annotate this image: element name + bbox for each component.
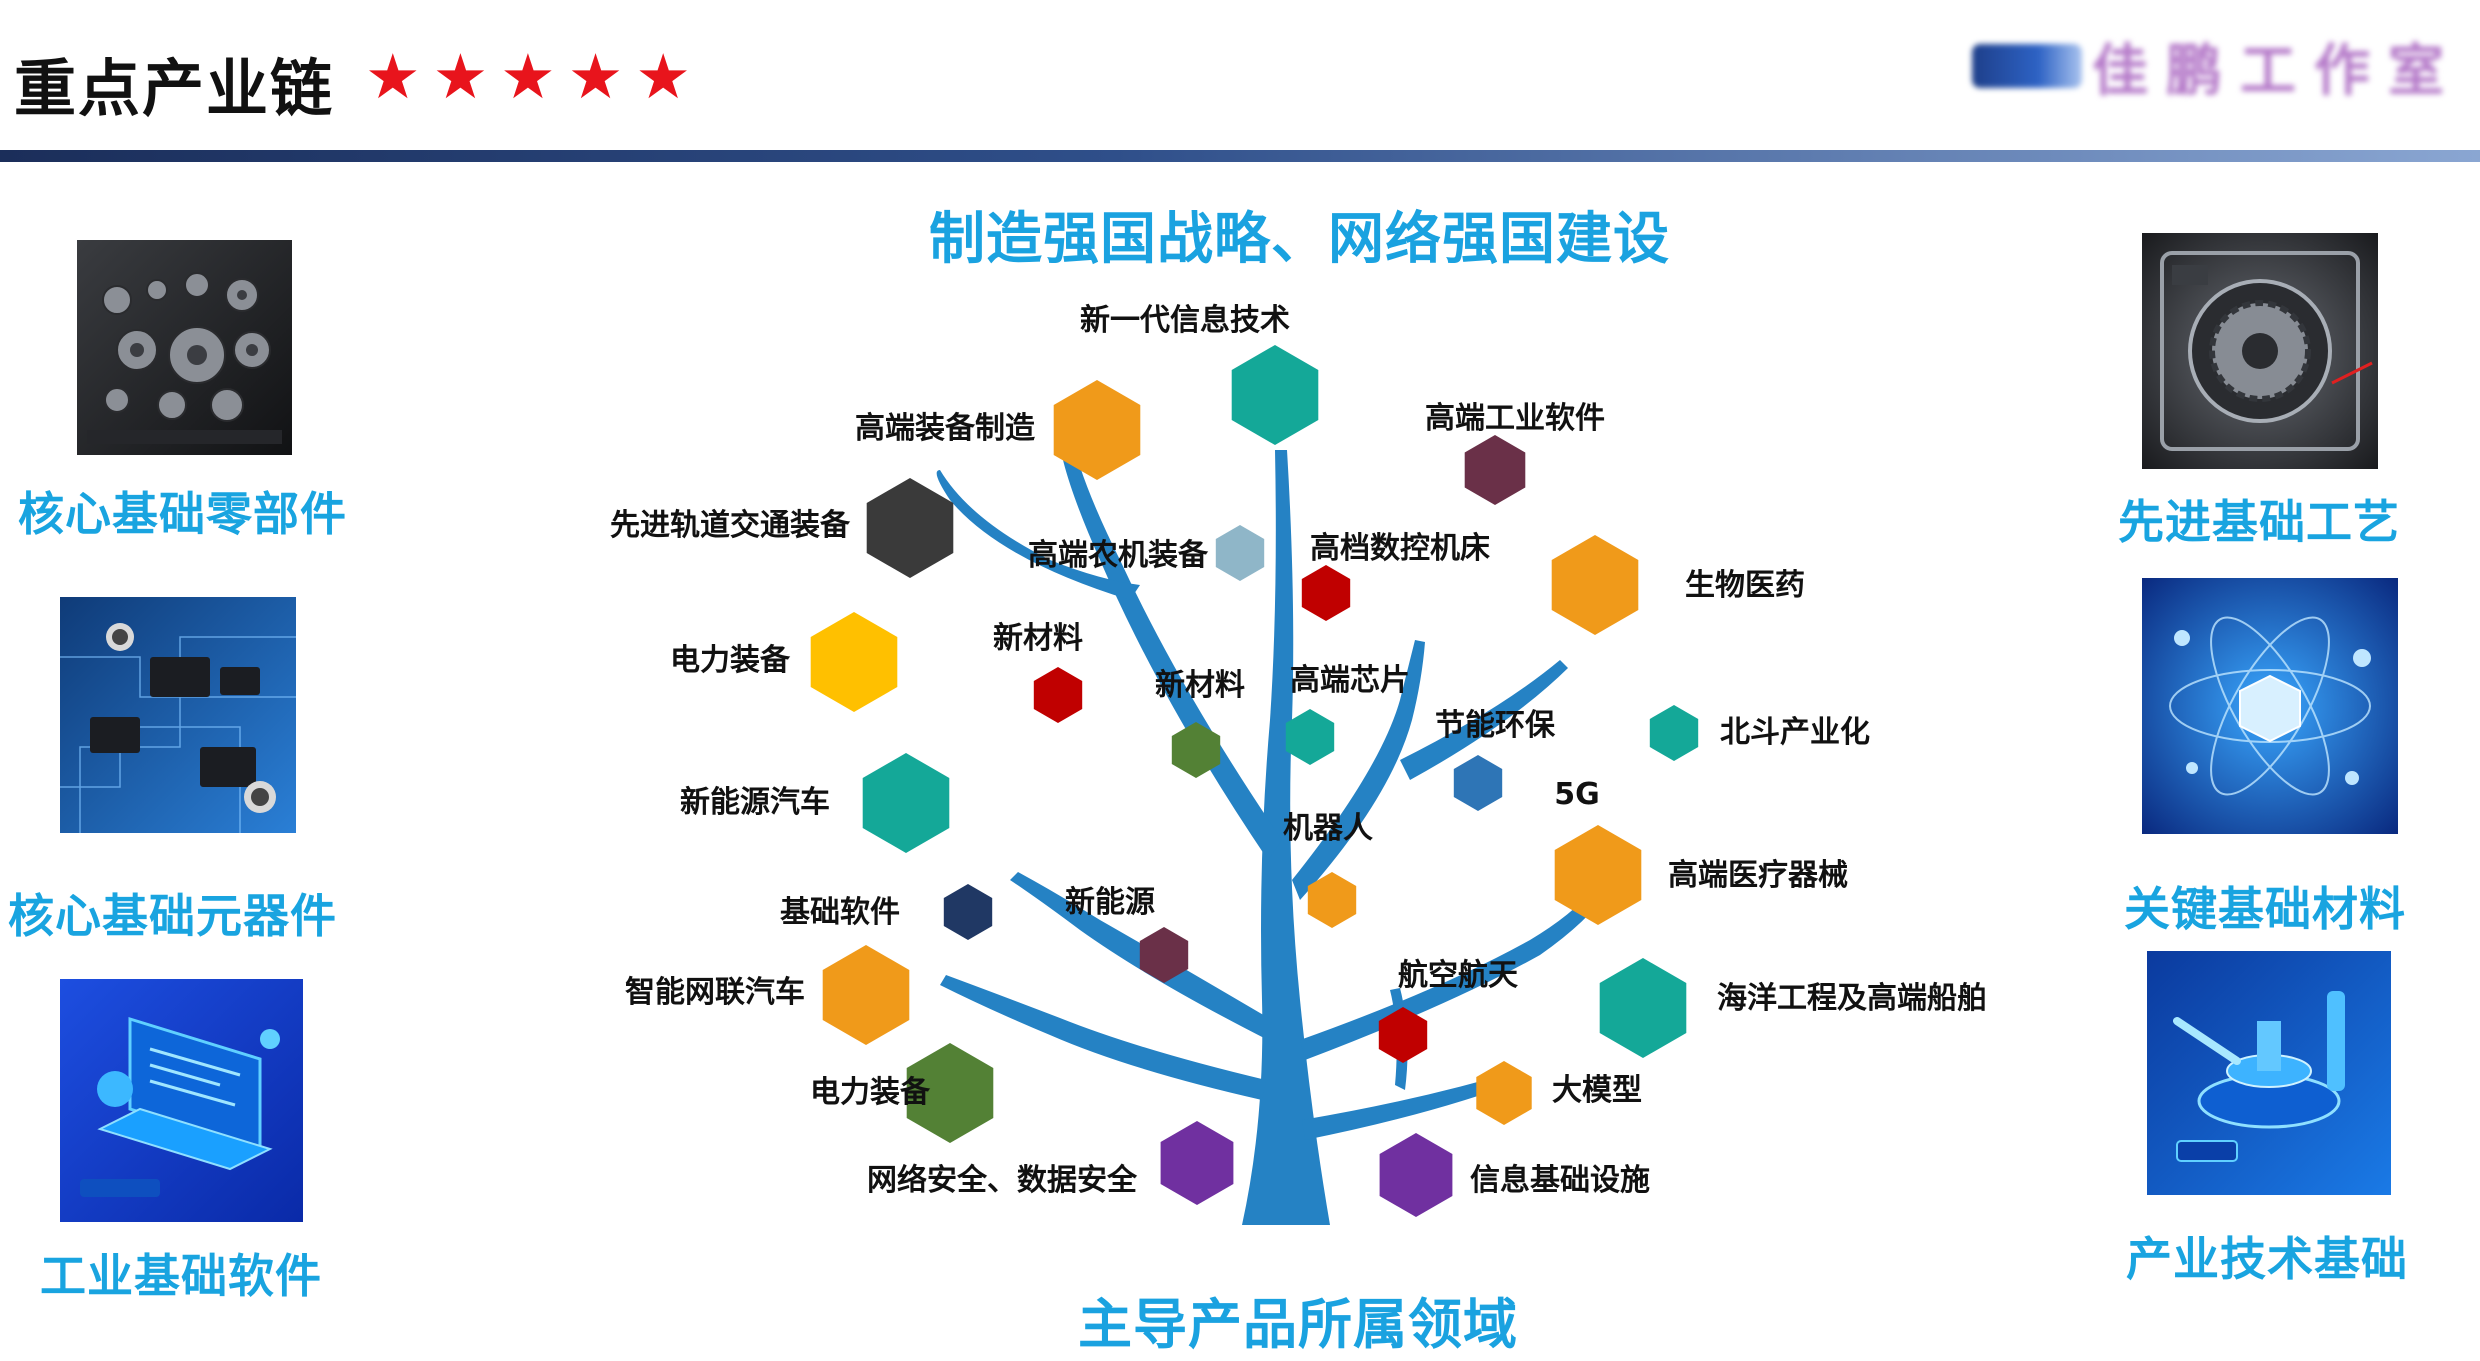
tree-trunk xyxy=(936,430,1610,1225)
node-label: 高端农机装备 xyxy=(1028,538,1209,573)
computer-software-image xyxy=(60,979,303,1222)
hexagon-node xyxy=(1139,927,1189,983)
hexagon-node xyxy=(1171,722,1221,778)
node-label: 先进轨道交通装备 xyxy=(610,508,851,543)
hexagon-node xyxy=(1464,435,1526,505)
node-label: 生物医药 xyxy=(1685,568,1805,603)
node-label: 电力装备 xyxy=(670,643,791,678)
node-label: 高端装备制造 xyxy=(855,411,1035,446)
node-label: 新材料 xyxy=(993,621,1083,656)
hexagon-node xyxy=(1378,1007,1428,1063)
node-label: 新能源汽车 xyxy=(680,785,830,820)
node-label: 电力装备 xyxy=(810,1075,931,1110)
header-divider xyxy=(0,150,2480,162)
node-label: 网络安全、数据安全 xyxy=(867,1163,1138,1198)
node-label: 节能环保 xyxy=(1435,708,1556,743)
node-label: 新能源 xyxy=(1065,885,1155,920)
node-label: 5G xyxy=(1554,777,1600,812)
hexagon-node xyxy=(810,612,898,712)
hexagon-node xyxy=(1215,525,1265,581)
node-label: 新一代信息技术 xyxy=(1080,303,1290,338)
node-label: 北斗产业化 xyxy=(1720,715,1870,750)
hexagon-node xyxy=(1160,1121,1234,1205)
hexagon-node xyxy=(1231,345,1319,445)
node-label: 信息基础设施 xyxy=(1470,1163,1650,1198)
precision-tools-image xyxy=(2147,951,2391,1195)
node-label: 高端工业软件 xyxy=(1425,401,1605,436)
panel-label-industrial-software: 工业基础软件 xyxy=(40,1249,322,1303)
logo-mark xyxy=(1972,44,2082,88)
hexagon-node xyxy=(1301,565,1351,621)
hexagon-node xyxy=(1307,872,1357,928)
node-label: 大模型 xyxy=(1552,1073,1642,1108)
diagram-bottom-title: 主导产品所属领域 xyxy=(1078,1293,1518,1356)
gears-image xyxy=(77,240,292,455)
node-label: 高端芯片 xyxy=(1290,663,1410,698)
hexagon-node xyxy=(1053,380,1141,480)
machined-gear-image xyxy=(2142,233,2378,469)
node-label: 智能网联汽车 xyxy=(625,975,805,1010)
node-label: 新材料 xyxy=(1155,668,1245,703)
node-label: 高档数控机床 xyxy=(1310,531,1490,566)
panel-label-tech-foundation: 产业技术基础 xyxy=(2126,1232,2408,1286)
node-label: 基础软件 xyxy=(780,895,900,930)
hexagon-node xyxy=(1649,705,1699,761)
hexagon-node xyxy=(822,945,910,1045)
panel-label-advanced-process: 先进基础工艺 xyxy=(2118,495,2400,549)
node-label: 高端医疗器械 xyxy=(1668,858,1848,893)
hexagon-node xyxy=(1033,667,1083,723)
hexagon-node xyxy=(906,1043,994,1143)
panel-label-core-elements: 核心基础元器件 xyxy=(8,889,337,943)
hexagon-node xyxy=(943,884,993,940)
hexagon-node xyxy=(1379,1133,1453,1217)
hexagon-node xyxy=(1285,709,1335,765)
hexagon-node xyxy=(1551,535,1639,635)
logo-text: 佳鹏工作室 xyxy=(2092,38,2462,104)
node-label: 航空航天 xyxy=(1398,958,1518,993)
hexagon-node xyxy=(866,478,954,578)
logo: 佳鹏工作室 xyxy=(1972,30,2462,104)
hexagon-node xyxy=(1453,755,1503,811)
page-title: 重点产业链 xyxy=(14,52,335,125)
node-label: 海洋工程及高端船舶 xyxy=(1717,981,1987,1016)
diagram-top-title: 制造强国战略、网络强国建设 xyxy=(929,207,1670,272)
hexagon-node xyxy=(1476,1061,1532,1125)
panel-label-core-components: 核心基础零部件 xyxy=(18,487,347,541)
hexagon-node xyxy=(1554,825,1642,925)
hexagon-node xyxy=(1599,958,1687,1058)
hexagon-node xyxy=(862,753,950,853)
node-label: 机器人 xyxy=(1283,811,1373,846)
rating-stars: ★★★★★ xyxy=(365,40,703,113)
circuit-board-image xyxy=(60,597,296,833)
panel-label-key-materials: 关键基础材料 xyxy=(2124,882,2406,936)
atom-cube-image xyxy=(2142,578,2398,834)
